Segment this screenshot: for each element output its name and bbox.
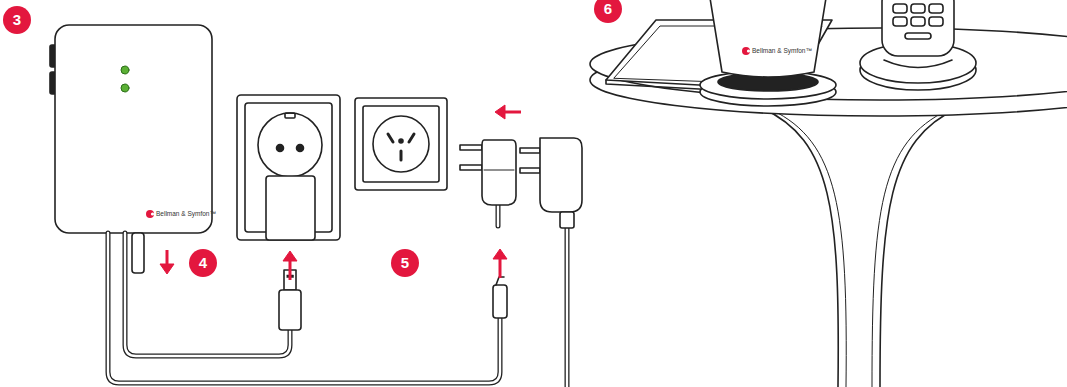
- callout-number: 4: [189, 249, 217, 277]
- brand-logo-text: Bellman & Symfon™: [752, 47, 812, 55]
- callout-number: 3: [3, 6, 31, 34]
- callout-number: 6: [594, 0, 622, 23]
- receiver-device: [50, 25, 212, 273]
- eu-outlet: [237, 95, 340, 240]
- logo-dot: [146, 47, 750, 218]
- callout-number: 5: [391, 249, 419, 277]
- power-adapters: [460, 138, 582, 318]
- phone-dock: [860, 0, 976, 90]
- cup-charger: [700, 0, 836, 106]
- brand-logo-text: Bellman & Symfon™: [156, 210, 216, 218]
- au-outlet: [355, 98, 447, 190]
- red-arrows: [160, 105, 521, 280]
